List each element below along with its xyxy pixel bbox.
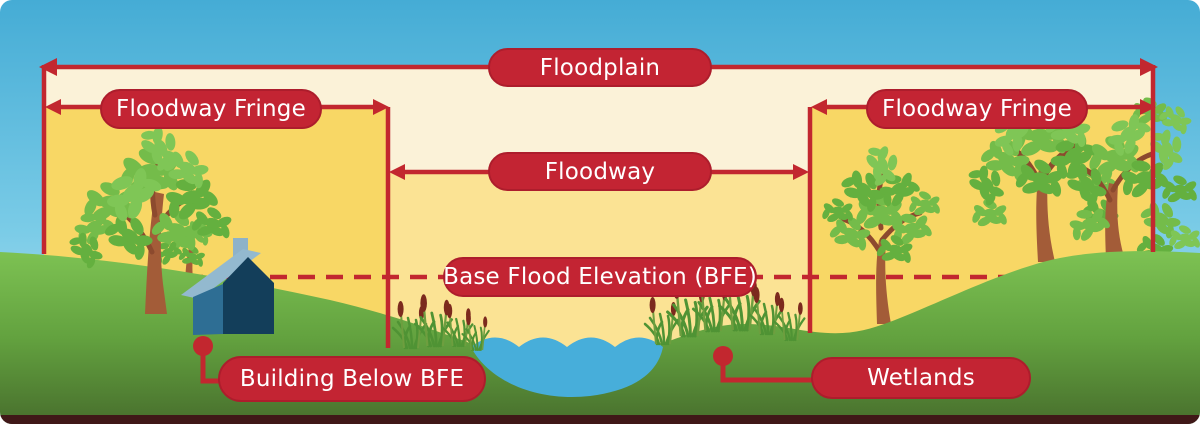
floodplain-label: Floodplain <box>488 48 712 87</box>
boundary-lines <box>41 65 1156 348</box>
wetlands-label: Wetlands <box>811 357 1031 399</box>
building-connector <box>193 336 222 384</box>
floodway-fringe-right-label: Floodway Fringe <box>866 89 1088 129</box>
arrowhead-right-icon <box>1140 99 1156 115</box>
arrowhead-right-icon <box>373 99 389 115</box>
arrowhead-left-icon <box>389 164 405 180</box>
wetlands-connector-dot <box>713 346 733 366</box>
house-roof <box>181 249 261 299</box>
right-trees <box>820 95 1200 324</box>
wetlands-connector <box>713 346 814 383</box>
building-connector-dot <box>193 336 213 356</box>
footer-strip <box>0 415 1200 424</box>
arrowhead-right-icon <box>1140 58 1158 76</box>
house-side-wall <box>193 284 223 335</box>
water <box>471 337 663 397</box>
house-illustration <box>181 238 274 335</box>
floodway-label: Floodway <box>488 152 712 191</box>
building-below-bfe-label: Building Below BFE <box>218 356 486 402</box>
left-tree <box>63 117 236 314</box>
house-front-gable <box>223 257 274 334</box>
base-flood-elevation-label: Base Flood Elevation (BFE) <box>443 257 757 297</box>
arrowhead-left-icon <box>39 58 57 76</box>
arrowhead-left-icon <box>45 99 61 115</box>
floodway-fringe-left-label: Floodway Fringe <box>100 89 322 129</box>
sapling-tree <box>147 214 218 280</box>
arrowhead-left-icon <box>811 99 827 115</box>
arrowhead-right-icon <box>793 164 809 180</box>
